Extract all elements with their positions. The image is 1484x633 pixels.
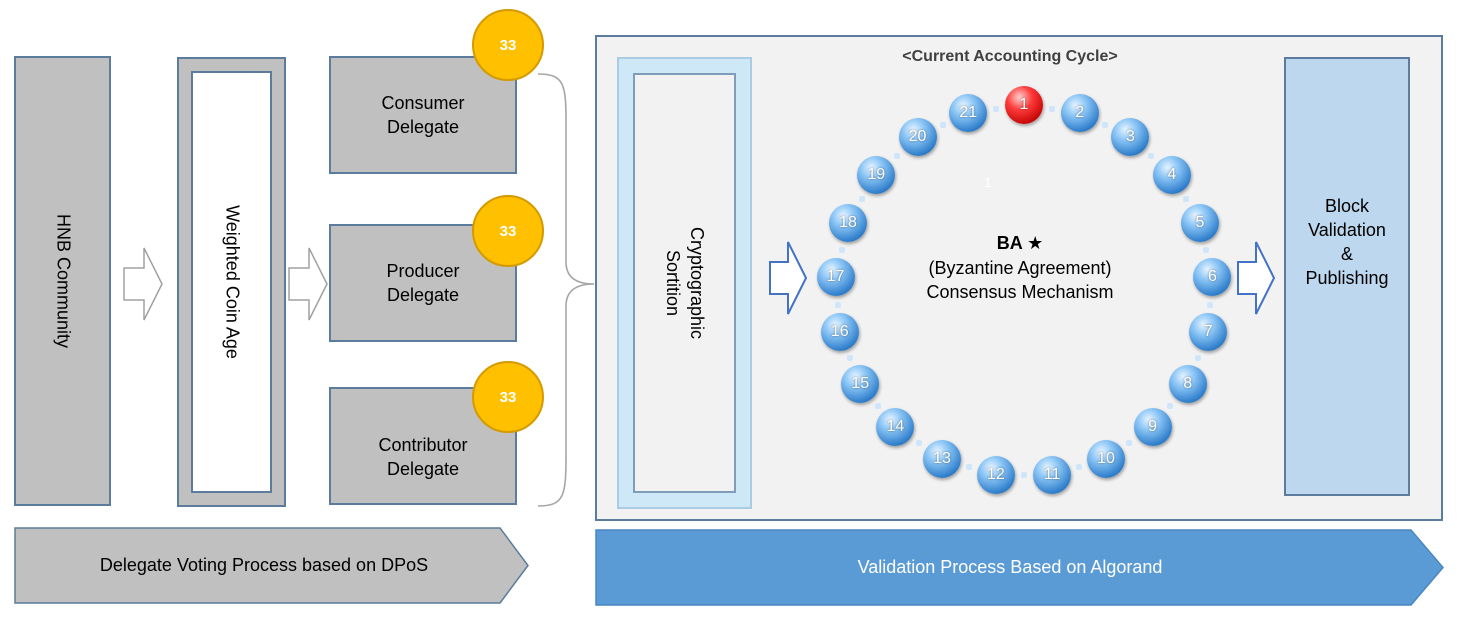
consensus-node: 20 <box>898 118 937 157</box>
ring-connector <box>965 463 972 470</box>
cycle-title: <Current Accounting Cycle> <box>902 48 1118 65</box>
ring-connector <box>1048 106 1055 113</box>
consensus-node: 17 <box>816 258 855 297</box>
contributor-votes-badge: 33 <box>472 361 544 433</box>
ring-connector <box>1194 355 1201 362</box>
ring-connector <box>834 301 841 308</box>
consensus-node: 21 <box>949 94 988 133</box>
arrow-right-icon <box>123 247 163 321</box>
consensus-node: 6 <box>1193 258 1232 297</box>
ba-title: BA ★ <box>996 233 1044 253</box>
arrow-right-icon <box>1237 241 1276 315</box>
weighted-coin-age-box: Weighted Coin Age <box>177 57 286 507</box>
ring-connector <box>893 153 900 160</box>
ring-connector <box>859 196 866 203</box>
hnb-community-box: HNB Community <box>14 56 111 506</box>
consensus-node: 12 <box>976 455 1015 494</box>
consensus-node: 5 <box>1180 204 1219 243</box>
stray-label: 1 <box>984 174 992 190</box>
ring-connector <box>1076 463 1083 470</box>
consensus-node: 9 <box>1133 408 1172 447</box>
block-validation-box: Block Validation & Publishing <box>1284 57 1410 496</box>
block-validation-label: Block Validation & Publishing <box>1305 195 1389 288</box>
dpos-process-banner: Delegate Voting Process based on DPoS <box>14 527 530 604</box>
ring-connector <box>993 106 1000 113</box>
arrow-right-icon <box>769 241 808 315</box>
ring-connector <box>1021 471 1027 478</box>
consensus-node: 10 <box>1087 439 1125 478</box>
ring-connector <box>1207 301 1214 308</box>
consensus-node: 4 <box>1152 156 1191 195</box>
producer-votes-badge: 33 <box>472 195 544 267</box>
algorand-process-label: Validation Process Based on Algorand <box>857 557 1163 577</box>
arrow-right-icon <box>288 247 328 321</box>
dpos-process-label: Delegate Voting Process based on DPoS <box>99 555 429 575</box>
consensus-node: 7 <box>1189 313 1228 352</box>
ring-connector <box>1126 439 1133 446</box>
consumer-votes-badge: 33 <box>472 9 544 81</box>
ring-connector <box>915 439 922 446</box>
consensus-node: 1 <box>1005 86 1043 124</box>
consensus-node: 13 <box>922 439 961 478</box>
consensus-node: 8 <box>1168 365 1207 403</box>
ring-connector <box>847 355 854 362</box>
consensus-node: 18 <box>829 204 868 243</box>
ba-mechanism: Consensus Mechanism <box>926 282 1114 302</box>
ring-connector <box>1203 247 1210 254</box>
ring-connector <box>1182 196 1189 203</box>
consumer-delegate-box: Consumer Delegate <box>329 56 517 174</box>
brace-icon <box>537 73 595 507</box>
consensus-node: 16 <box>820 313 859 352</box>
consensus-node: 2 <box>1060 94 1099 133</box>
ring-connector <box>1148 153 1155 160</box>
ring-connector <box>939 122 946 129</box>
ring-connector <box>1102 122 1109 129</box>
ring-connector <box>1167 402 1174 409</box>
consensus-node: 11 <box>1033 455 1072 494</box>
sortition-box: Cryptographic Sortition <box>617 57 752 509</box>
ba-subtitle: (Byzantine Agreement) <box>928 258 1112 278</box>
algorand-process-banner: Validation Process Based on Algorand <box>595 529 1445 606</box>
consensus-node: 19 <box>857 156 896 195</box>
consensus-node: 3 <box>1111 118 1150 157</box>
consensus-node: 14 <box>876 408 915 447</box>
ring-connector <box>874 402 881 409</box>
ring-connector <box>838 247 845 254</box>
consensus-node: 15 <box>841 365 880 403</box>
